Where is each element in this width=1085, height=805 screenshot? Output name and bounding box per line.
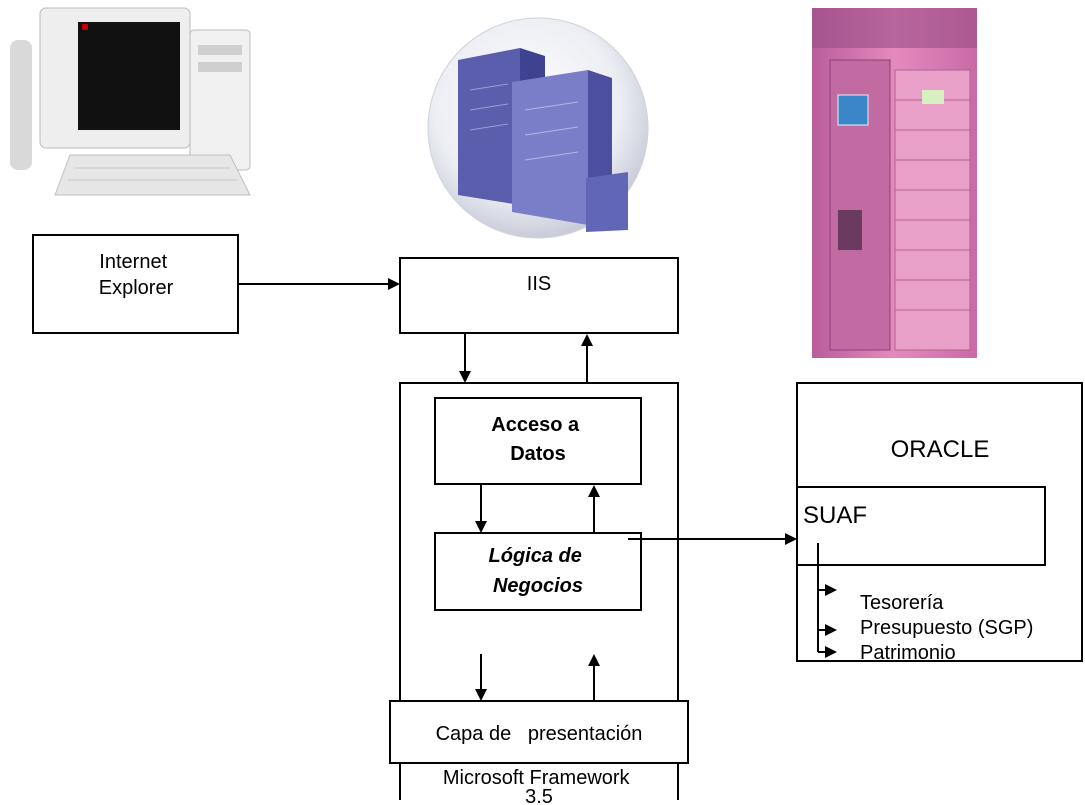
suaf-box (796, 486, 1046, 566)
internet-explorer-box (32, 234, 239, 334)
suaf-item-patrimonio: Patrimonio (860, 642, 956, 664)
acceso-datos-box (434, 397, 642, 485)
suaf-item-presupuesto: Presupuesto (SGP) (860, 617, 1033, 639)
suaf-label: SUAF (803, 502, 867, 529)
oracle-label: ORACLE (891, 436, 990, 463)
iis-box (399, 257, 679, 334)
capa-presentacion-label: Capa de presentación (436, 723, 643, 745)
suaf-item-tesoreria: Tesorería (860, 592, 944, 614)
logica-negocios-box (434, 532, 642, 611)
framework-container (399, 382, 679, 800)
framework-label: Microsoft Framework 3.5 (443, 767, 635, 805)
capa-presentacion-box (389, 700, 689, 764)
mainframe-rack-icon (812, 8, 977, 358)
acceso-datos-label: Acceso a Datos (491, 414, 584, 465)
iis-label: IIS (527, 273, 551, 295)
desktop-computer-icon (10, 7, 251, 196)
logica-negocios-label: Lógica de Negocios (489, 545, 588, 597)
internet-explorer-label: Internet Explorer (99, 251, 174, 299)
server-cluster-icon (427, 17, 649, 239)
